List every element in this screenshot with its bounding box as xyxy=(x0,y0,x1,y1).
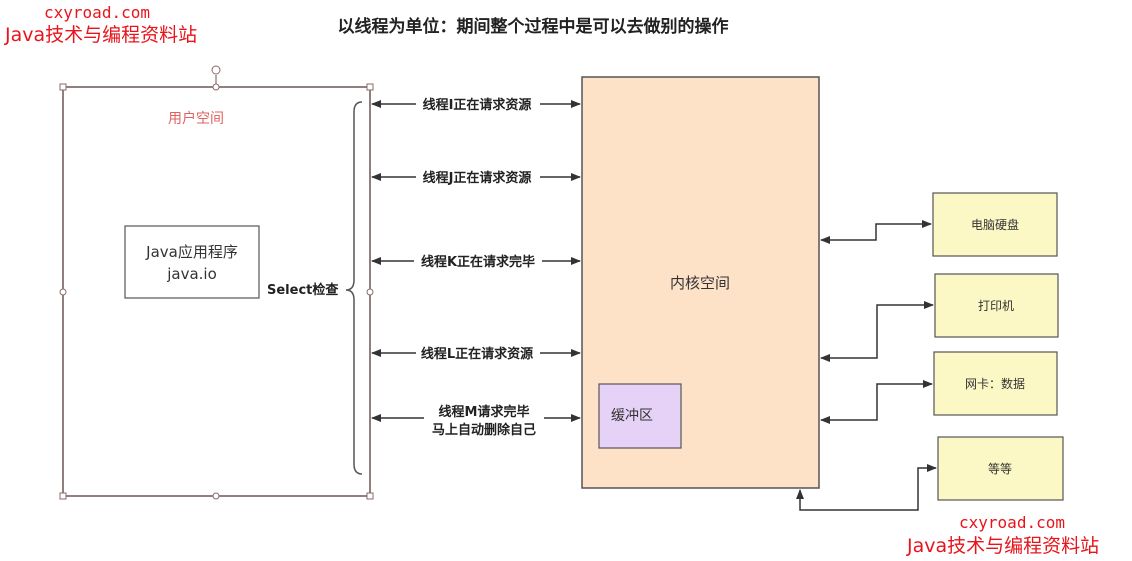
thread-m-label-line1: 线程M请求完毕 xyxy=(439,404,530,420)
java-app-box: Java应用程序 java.io xyxy=(124,225,260,299)
page-title: 以线程为单位：期间整个过程中是可以去做别的操作 xyxy=(338,16,729,37)
device-network-card xyxy=(933,351,1058,416)
thread-j-label: 线程J正在请求资源 xyxy=(423,170,532,186)
device-printer xyxy=(934,273,1059,338)
java-app-line1: Java应用程序 xyxy=(145,243,238,261)
thread-i-label: 线程I正在请求资源 xyxy=(423,97,532,113)
hard-disk-connector xyxy=(820,220,932,244)
select-label: Select检查 xyxy=(267,282,339,298)
user-space-label: 用户空间 xyxy=(168,110,224,127)
device-etc xyxy=(937,436,1064,501)
brace xyxy=(345,101,363,475)
device-printer-label: 打印机 xyxy=(978,299,1014,313)
printer-connector xyxy=(820,301,934,362)
watermark-slogan: Java技术与编程资料站 xyxy=(4,24,197,46)
buffer-label: 缓冲区 xyxy=(611,408,653,424)
device-network-card-label: 网卡：数据 xyxy=(965,376,1025,391)
thread-l-label: 线程L正在请求资源 xyxy=(421,346,533,362)
java-app-line2: java.io xyxy=(166,265,217,283)
buffer-box xyxy=(598,383,682,449)
device-hard-disk-label: 电脑硬盘 xyxy=(971,217,1019,232)
device-hard-disk xyxy=(932,192,1058,257)
thread-k-label: 线程K正在请求完毕 xyxy=(421,254,535,270)
etc-connector xyxy=(796,464,937,511)
kernel-space-label: 内核空间 xyxy=(670,274,730,292)
thread-m-label-line2: 马上自动删除自己 xyxy=(432,422,536,438)
network-card-connector xyxy=(820,380,933,424)
watermark-site: cxyroad.com xyxy=(44,3,150,22)
device-etc-label: 等等 xyxy=(988,462,1012,476)
watermark-site-bottom: cxyroad.com xyxy=(959,513,1065,532)
watermark-slogan-bottom: Java技术与编程资料站 xyxy=(906,535,1099,557)
rotate-handle[interactable] xyxy=(211,65,221,75)
